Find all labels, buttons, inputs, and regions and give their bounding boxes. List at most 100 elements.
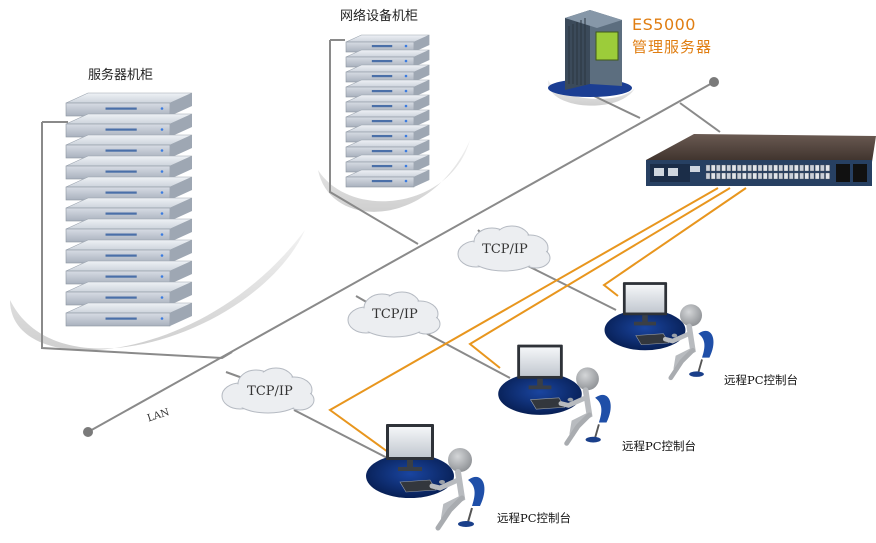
rack-unit (345, 169, 430, 188)
kvm-port (815, 164, 820, 172)
kvm-port (809, 164, 815, 172)
kvm-cable-1 (328, 187, 719, 453)
kvm-port (778, 172, 783, 180)
console-label: 远程PC控制台 (724, 373, 799, 387)
kvm-port (711, 164, 716, 172)
network-cabinet-link (329, 40, 419, 245)
es5000-body-top (565, 10, 622, 28)
kvm-switch-top (646, 134, 876, 162)
kvm-usb-port (668, 168, 678, 176)
monitor-icon (386, 424, 434, 471)
kvm-cable-2 (468, 187, 731, 369)
es5000-name-label: 管理服务器 (632, 38, 713, 56)
mouse-icon (439, 480, 445, 484)
kvm-port (773, 172, 778, 180)
kvm-port (773, 164, 778, 172)
server-cabinet (65, 92, 193, 327)
kvm-port (731, 164, 737, 172)
keyboard-icon (530, 397, 566, 410)
kvm-port (768, 164, 773, 172)
rack-unit (345, 79, 430, 98)
tcpip-cloud (347, 291, 441, 338)
kvm-port (721, 164, 726, 172)
kvm-port (804, 164, 809, 172)
rack-unit (345, 94, 430, 113)
kvm-port (763, 164, 768, 172)
kvm-port (820, 164, 825, 172)
kvm-port (783, 172, 789, 180)
lan-end-right (709, 77, 719, 87)
kvm-port (705, 164, 711, 172)
user-figure-icon (662, 304, 703, 381)
kvm-port (820, 172, 825, 180)
switch-link (679, 102, 721, 133)
rack-unit (65, 197, 193, 222)
kvm-cables (328, 187, 747, 453)
es5000-server (548, 10, 632, 97)
rack-unit (345, 154, 430, 173)
kvm-switch-power-b (853, 164, 867, 182)
lan-end-left (83, 427, 93, 437)
rack-unit (345, 49, 430, 68)
server-cabinet-label: 服务器机柜 (88, 68, 154, 83)
kvm-cable-3 (602, 187, 747, 297)
network-cabinet-label: 网络设备机柜 (340, 9, 419, 24)
cloud1-to-console1 (293, 409, 396, 463)
keyboard-icon (635, 333, 670, 346)
kvm-port (752, 172, 757, 180)
kvm-port (757, 172, 763, 180)
kvm-port (804, 172, 809, 180)
kvm-port (799, 164, 804, 172)
server-cabinet-swoosh (10, 230, 305, 351)
kvm-port (726, 172, 731, 180)
kvm-port (815, 172, 820, 180)
kvm-usb-port (654, 168, 664, 176)
remote-console (604, 282, 714, 381)
chair-icon (585, 394, 611, 443)
rack-unit (65, 281, 193, 306)
kvm-port (731, 172, 737, 180)
cloud-label: TCP/IP (372, 307, 418, 322)
rack-unit (65, 218, 193, 243)
kvm-port (809, 172, 815, 180)
kvm-port (705, 172, 711, 180)
es5000-swoosh (547, 80, 635, 106)
rack-unit (65, 239, 193, 264)
mouse-icon (567, 397, 574, 402)
kvm-port (794, 164, 799, 172)
kvm-port (778, 164, 783, 172)
remote-consoles (366, 282, 714, 531)
rack-unit (65, 176, 193, 201)
monitor-icon (622, 282, 668, 326)
remote-console (498, 344, 611, 446)
kvm-port (757, 164, 763, 172)
remote-console (366, 424, 485, 531)
rack-unit (65, 92, 193, 117)
kvm-port (789, 172, 794, 180)
user-figure-icon (429, 448, 472, 531)
server-cabinet-link (41, 122, 233, 360)
rack-unit (345, 124, 430, 143)
kvm-port (747, 172, 752, 180)
rack-unit (345, 64, 430, 83)
kvm-port (794, 172, 799, 180)
kvm-port (789, 164, 794, 172)
tcpip-cloud (221, 367, 315, 414)
kvm-port (799, 172, 804, 180)
console-label: 远程PC控制台 (622, 439, 697, 453)
rack-unit (65, 113, 193, 138)
kvm-port (716, 164, 721, 172)
kvm-port (737, 172, 742, 180)
es5000-link (593, 95, 641, 119)
keyboard-icon (399, 479, 437, 493)
network-cabinet (345, 34, 430, 188)
lan-backbone-line (87, 81, 715, 433)
kvm-port (783, 164, 789, 172)
kvm-port (763, 172, 768, 180)
mouse-icon (671, 333, 678, 338)
kvm-port (711, 172, 716, 180)
cloud-label: TCP/IP (482, 242, 528, 257)
kvm-port (825, 172, 830, 180)
es5000-display (595, 31, 619, 61)
kvm-port (768, 172, 773, 180)
